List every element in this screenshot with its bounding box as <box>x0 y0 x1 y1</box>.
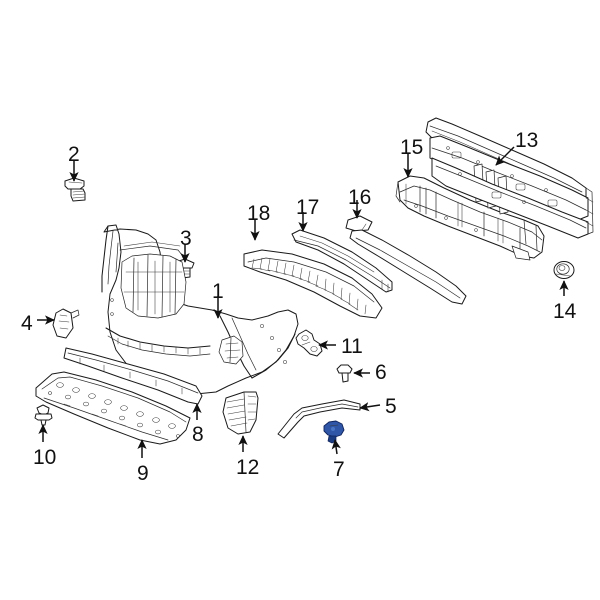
part-front-bumper-cover[interactable] <box>101 224 299 395</box>
callout-number-9[interactable]: 9 <box>137 462 149 485</box>
part-side-retainer-molding[interactable] <box>277 399 361 439</box>
callout-number-8[interactable]: 8 <box>192 423 204 446</box>
callout-number-13[interactable]: 13 <box>515 129 539 152</box>
leader-line-5 <box>359 402 381 412</box>
part-bumper-absorber[interactable] <box>395 175 545 261</box>
callout-number-15[interactable]: 15 <box>400 136 424 159</box>
part-grommet[interactable] <box>553 261 575 279</box>
part-fog-light-bezel[interactable] <box>222 391 259 435</box>
callout-number-14[interactable]: 14 <box>553 300 577 323</box>
callout-number-6[interactable]: 6 <box>375 361 387 384</box>
callout-leader-lines <box>37 146 569 458</box>
part-bumper-reinforcement-beam[interactable] <box>425 117 594 239</box>
callout-number-2[interactable]: 2 <box>68 143 80 166</box>
part-under-cover-clip[interactable] <box>34 404 53 426</box>
callout-number-7[interactable]: 7 <box>333 458 345 481</box>
callout-number-5[interactable]: 5 <box>385 395 397 418</box>
callout-number-11[interactable]: 11 <box>341 335 363 358</box>
part-bumper-grille-upper[interactable] <box>243 249 383 319</box>
callout-number-12[interactable]: 12 <box>236 456 260 479</box>
leader-line-13 <box>495 146 515 166</box>
part-tow-eye-cover[interactable] <box>52 308 80 339</box>
callout-number-10[interactable]: 10 <box>33 446 57 469</box>
callout-number-1[interactable]: 1 <box>212 280 224 303</box>
part-upper-support-rail[interactable] <box>291 229 393 293</box>
part-engine-under-cover[interactable] <box>35 371 191 445</box>
part-bumper-bracket[interactable] <box>295 329 323 357</box>
callout-number-17[interactable]: 17 <box>296 196 320 219</box>
leader-line-7 <box>331 439 341 455</box>
callout-number-3[interactable]: 3 <box>180 227 192 250</box>
callout-number-4[interactable]: 4 <box>21 312 33 335</box>
part-bolt[interactable] <box>64 177 86 202</box>
part-retainer-clip-highlighted[interactable] <box>323 420 345 444</box>
callout-number-18[interactable]: 18 <box>247 202 271 225</box>
part-push-clip[interactable] <box>336 364 353 383</box>
callout-number-16[interactable]: 16 <box>348 186 372 209</box>
